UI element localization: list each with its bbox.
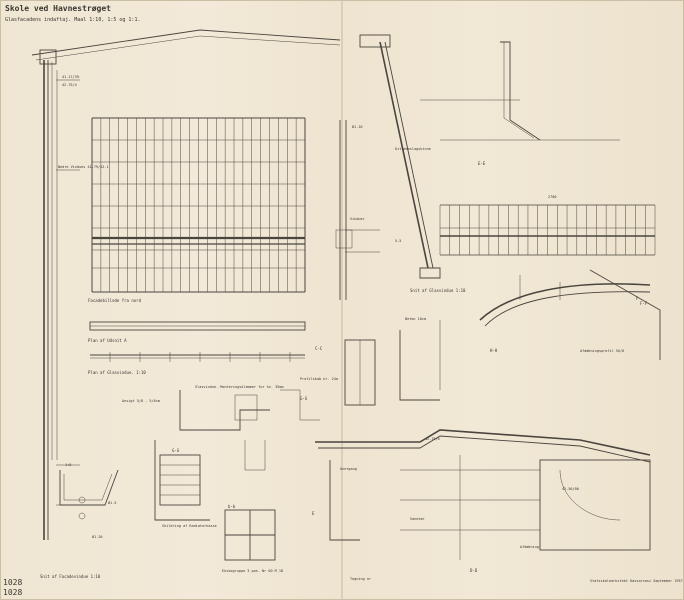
ff-label: F-F [640,301,648,306]
glass-profile-label: Kittebeslagskinne [395,147,431,151]
glazing-section-right [335,34,441,300]
stamp-a: 1028 [3,578,22,587]
roof-detail [479,269,661,360]
section-label-right: Snit af Glasvindue 1:10 [410,288,466,293]
f-label: F [636,296,639,301]
scale-right: 2700 [548,195,556,199]
radiator-detail [59,469,119,520]
facade-section-left [31,29,341,540]
ff2-label: 5-5 [395,239,401,243]
flashing-label: Afdækning [520,545,539,549]
plan-strip-b [90,352,305,362]
level-label-b: 42.75/4 [62,83,77,87]
plan-b-label: Plan af Glasvindue. 1:10 [88,370,146,375]
elevation-a-label: Ansigt 5/8 - 5/6cm [122,399,160,403]
ee-section-label: E-E [478,161,486,166]
section-cut-label: Snit af Facadevindue 1:10 [40,574,101,579]
stats-note: Statsskolearkitekt Kassarcasi September … [590,579,683,583]
sv-label: Overgang [340,467,357,471]
profile-ref: Profilskab nr. 24a [300,377,338,381]
sketch-note: Tegning nr [350,577,371,581]
vent-label: Vinduer [350,217,365,221]
roof-note: Afdækningsprofil 5X/6 [580,349,624,353]
mid-right-detail [344,320,441,406]
small-level-1: 1:8 [65,463,71,467]
title-sub: Glasfacadens indaftaj. Maal 1:10, 1:5 og… [5,17,140,23]
bottom-right-section [315,429,651,560]
slab-note: Beton 10cm [405,317,426,321]
pipe-label: Vandrør [410,517,425,521]
radiator-label: Skildring af Radiatorkasse [162,524,217,528]
glass-level-label: Nedre Vindues 41.79/42.1 [58,165,109,169]
small-level-3: Ø1.20 [92,534,103,539]
cc-section-label: C-C [315,346,323,351]
level-dd2: 42.56/00 [562,487,579,491]
stamp-b: 1028 [3,588,22,597]
plan-strip-a [89,321,306,331]
fixing-note: Glasvindue. Monteringsklemmer for hv. 35… [195,385,284,389]
level-label-a: 41.17/39. [62,75,81,79]
gg2-label: G-G [300,396,308,401]
dd-section-label: D-D [470,568,478,573]
top-right-detail [420,41,620,141]
e-label: E [312,511,315,516]
bb-note: Ekskogruppe 3 pos. Nr 60 M 18 [222,569,283,573]
plan-a-label: Plan af Udsnit A [88,338,127,343]
level-dd: 42.75/6 [425,437,440,441]
right-elevation [439,204,656,256]
bb-section-label: b-b [228,504,236,509]
title-main: Skole ved Havnestrøget [5,4,111,13]
facade-elevation [91,117,306,293]
right-level-1: Ø1.10 [352,124,363,129]
small-level-2: Ø1.5 [108,500,116,505]
facade-view-label: Facadebillede fra nord [88,298,142,303]
hh-section-label: H-H [490,348,498,353]
middle-details [154,389,320,561]
gg-section-label: G-G [172,448,180,453]
